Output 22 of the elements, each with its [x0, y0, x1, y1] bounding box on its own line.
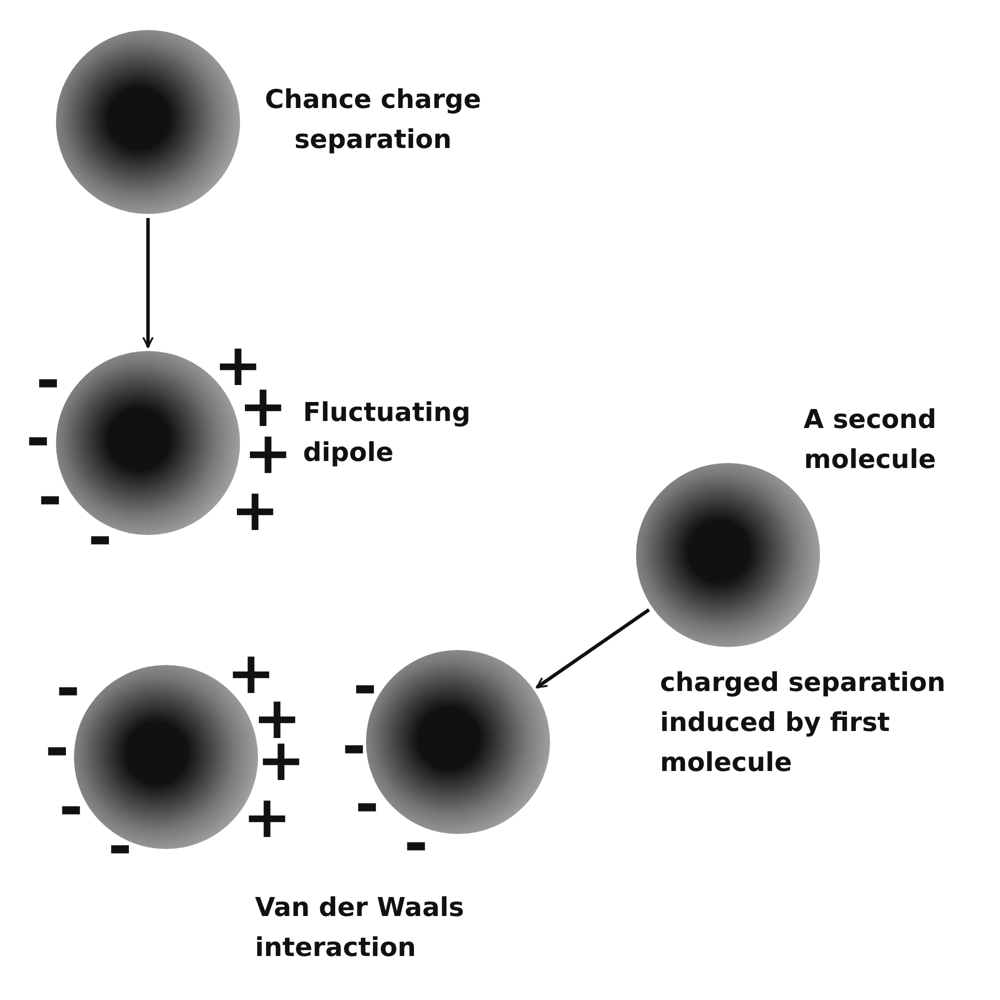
charge-sign: -: [26, 409, 50, 467]
caption-text: Van der Waals interaction: [255, 892, 466, 965]
charge-sign: -: [342, 717, 366, 775]
caption-text: Fluctuating dipole: [303, 397, 472, 470]
charge-sign: -: [56, 659, 80, 717]
charge-sign: -: [108, 817, 132, 875]
charge-sign: -: [352, 657, 378, 715]
arrow: [142, 218, 154, 348]
charge-sign: -: [36, 351, 60, 409]
charge-sign: -: [354, 775, 380, 833]
arrow: [536, 608, 650, 689]
caption-text: A second molecule: [802, 404, 938, 477]
caption-text: charged separation induced by first molecule: [660, 667, 947, 780]
charge-sign: +: [226, 644, 276, 702]
charge-sign: +: [230, 481, 280, 539]
charge-sign: -: [44, 719, 70, 777]
charge-sign: +: [242, 788, 292, 846]
caption-text: Chance charge separation: [264, 84, 482, 157]
charge-sign: -: [88, 508, 112, 566]
charge-sign: -: [38, 468, 62, 526]
charge-sign: -: [58, 778, 84, 836]
charge-sign: -: [404, 814, 428, 872]
